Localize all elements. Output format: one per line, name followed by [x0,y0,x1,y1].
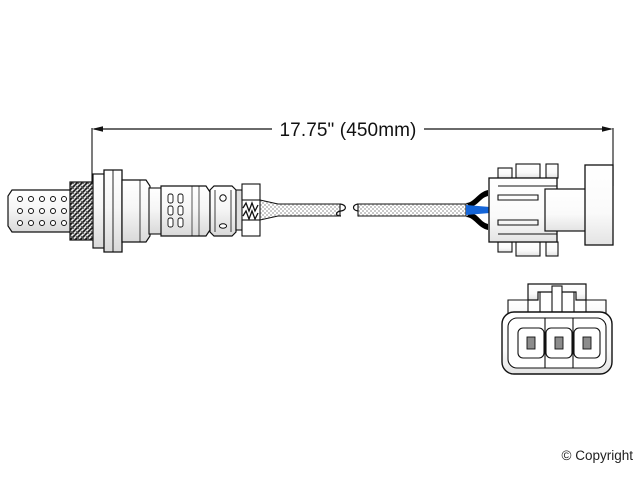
connector-latch-tab-right [545,163,559,179]
sensor-neck [148,187,163,235]
face-terminal-cavities [517,327,601,359]
connector-latch-tab-center [515,163,541,179]
sensor-threaded-body [69,181,95,241]
dimension-annotation: 17.75" (450mm) [91,120,614,188]
cable-segment-right [357,203,467,217]
sensor-louvered-sleeve [160,185,211,237]
connector-latch-tab-left [497,167,513,179]
connector-bottom-tab-center [515,241,541,257]
sensor-tip-shield [7,189,73,233]
connector-end-block [584,164,614,246]
dimension-label: 17.75" (450mm) [280,120,417,141]
sensor-assembly [7,169,261,253]
connector-bottom-tab-right [545,241,559,257]
face-divider-ribs [544,318,574,368]
sensor-end-cap [235,189,243,231]
face-tab-center-rib [551,285,563,313]
dimension-arrow-right [602,126,613,132]
connector-rear-shroud [544,188,590,232]
boot-lower-curve [466,213,488,230]
connector-face-view [501,283,613,375]
blue-wire-accent [466,205,490,215]
sensor-crimp-ferrule [209,185,237,237]
sensor-hex-nut [92,169,123,253]
cable-strain-relief-spring [241,183,261,237]
connector-terminal-slots [497,185,557,235]
connector-bottom-tab-left [497,241,513,253]
sensor-lead-cable [259,199,467,221]
dimension-arrow-left [92,126,103,132]
connector-side-view [488,163,614,257]
cable-segment-left [259,199,341,221]
boot-upper-curve [466,190,488,207]
copyright-notice: © Copyright [562,448,634,463]
connector-cable-boot [466,190,490,230]
sensor-shoulder [121,179,151,243]
